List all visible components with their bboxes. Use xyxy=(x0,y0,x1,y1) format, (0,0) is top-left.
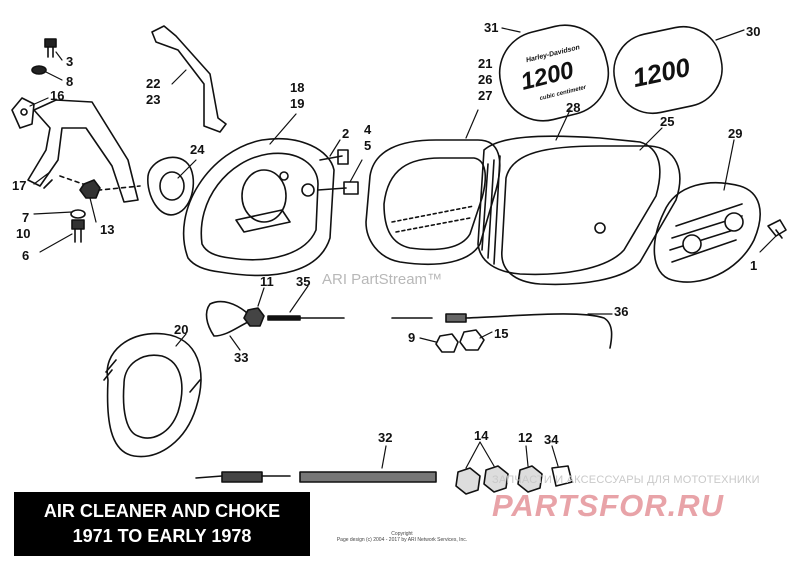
callout-6: 6 xyxy=(22,248,29,263)
gasket-24-part xyxy=(147,156,195,216)
nut-14b-part xyxy=(483,465,509,493)
callout-15: 15 xyxy=(494,326,508,341)
washer-8-part xyxy=(31,65,47,75)
copyright-line: Page design (c) 2004 - 2017 by ARI Netwo… xyxy=(336,537,468,543)
callout-3: 3 xyxy=(66,54,73,69)
nut-15-part xyxy=(459,329,485,351)
element-28-part xyxy=(477,135,661,276)
callout-21: 21 xyxy=(478,56,492,71)
backplate-18-part xyxy=(182,138,335,277)
filter-element-part xyxy=(365,139,501,265)
cover-25-part xyxy=(501,145,681,286)
callout-7: 7 xyxy=(22,210,29,225)
callout-20: 20 xyxy=(174,322,188,337)
badge-31-part xyxy=(498,24,610,122)
bolt-6-part xyxy=(71,219,85,243)
callout-14: 14 xyxy=(474,428,489,443)
screw-1-part xyxy=(767,219,787,239)
callout-27: 27 xyxy=(478,88,492,103)
callout-labels: 3 8 16 17 22 23 24 7 10 13 6 18 19 2 4 5… xyxy=(12,20,760,447)
callout-34: 34 xyxy=(544,432,559,447)
callout-12: 12 xyxy=(518,430,532,445)
ferrule-34-part xyxy=(551,465,573,487)
callout-30: 30 xyxy=(746,24,760,39)
callout-26: 26 xyxy=(478,72,492,87)
cable-32-part xyxy=(195,471,437,483)
callout-28: 28 xyxy=(566,100,580,115)
callout-19: 19 xyxy=(290,96,304,111)
bolt-3-part xyxy=(44,38,57,58)
callout-31: 31 xyxy=(484,20,498,35)
callout-29: 29 xyxy=(728,126,742,141)
callout-13: 13 xyxy=(100,222,114,237)
diagram-title-box: AIR CLEANER AND CHOKE 1971 TO EARLY 1978 xyxy=(14,492,310,556)
choke-cable-35-part xyxy=(267,313,467,323)
callout-10: 10 xyxy=(16,226,30,241)
washer-7-part xyxy=(70,209,86,219)
nut-12-part xyxy=(517,465,543,493)
cable-36-part xyxy=(465,313,613,349)
callout-23: 23 xyxy=(146,92,160,107)
nut-11-part xyxy=(243,307,265,327)
nut-9-part xyxy=(435,333,459,353)
callout-1: 1 xyxy=(750,258,757,273)
tube-20-part xyxy=(103,332,202,458)
callout-36: 36 xyxy=(614,304,628,319)
copyright-notice: Copyright Page design (c) 2004 - 2017 by… xyxy=(322,531,482,543)
knob-33-part xyxy=(205,300,249,337)
bracket-17-part xyxy=(27,99,139,203)
trim-29-part xyxy=(653,181,761,283)
bracket-22-part xyxy=(151,25,227,133)
screw-4-part xyxy=(317,181,359,195)
callout-24: 24 xyxy=(190,142,205,157)
ari-watermark: ARI PartStream™ xyxy=(322,271,443,288)
clip-16-part xyxy=(11,97,35,129)
callout-9: 9 xyxy=(408,330,415,345)
site-tagline: ЗАПЧАСТИ И АКСЕССУАРЫ ДЛЯ МОТОТЕХНИКИ xyxy=(492,474,760,486)
callout-22: 22 xyxy=(146,76,160,91)
callout-35: 35 xyxy=(296,274,310,289)
callout-11: 11 xyxy=(260,274,274,289)
callout-2: 2 xyxy=(342,126,349,141)
nut-13-part xyxy=(79,179,101,199)
callout-33: 33 xyxy=(234,350,248,365)
callout-8: 8 xyxy=(66,74,73,89)
nut-14-part xyxy=(455,467,481,495)
callout-5: 5 xyxy=(364,138,371,153)
screw-2-part xyxy=(319,149,349,165)
callout-17: 17 xyxy=(12,178,26,193)
callout-16: 16 xyxy=(50,88,64,103)
callout-18: 18 xyxy=(290,80,304,95)
site-logo: PARTSFOR.RU xyxy=(492,488,725,523)
callout-32: 32 xyxy=(378,430,392,445)
callout-4: 4 xyxy=(364,122,372,137)
copyright-line: Copyright xyxy=(391,531,413,537)
diagram-title-line-1: AIR CLEANER AND CHOKE xyxy=(43,501,281,521)
badge-30-part xyxy=(613,25,723,115)
callout-25: 25 xyxy=(660,114,674,129)
diagram-title-line-2: 1971 TO EARLY 1978 xyxy=(72,526,252,546)
